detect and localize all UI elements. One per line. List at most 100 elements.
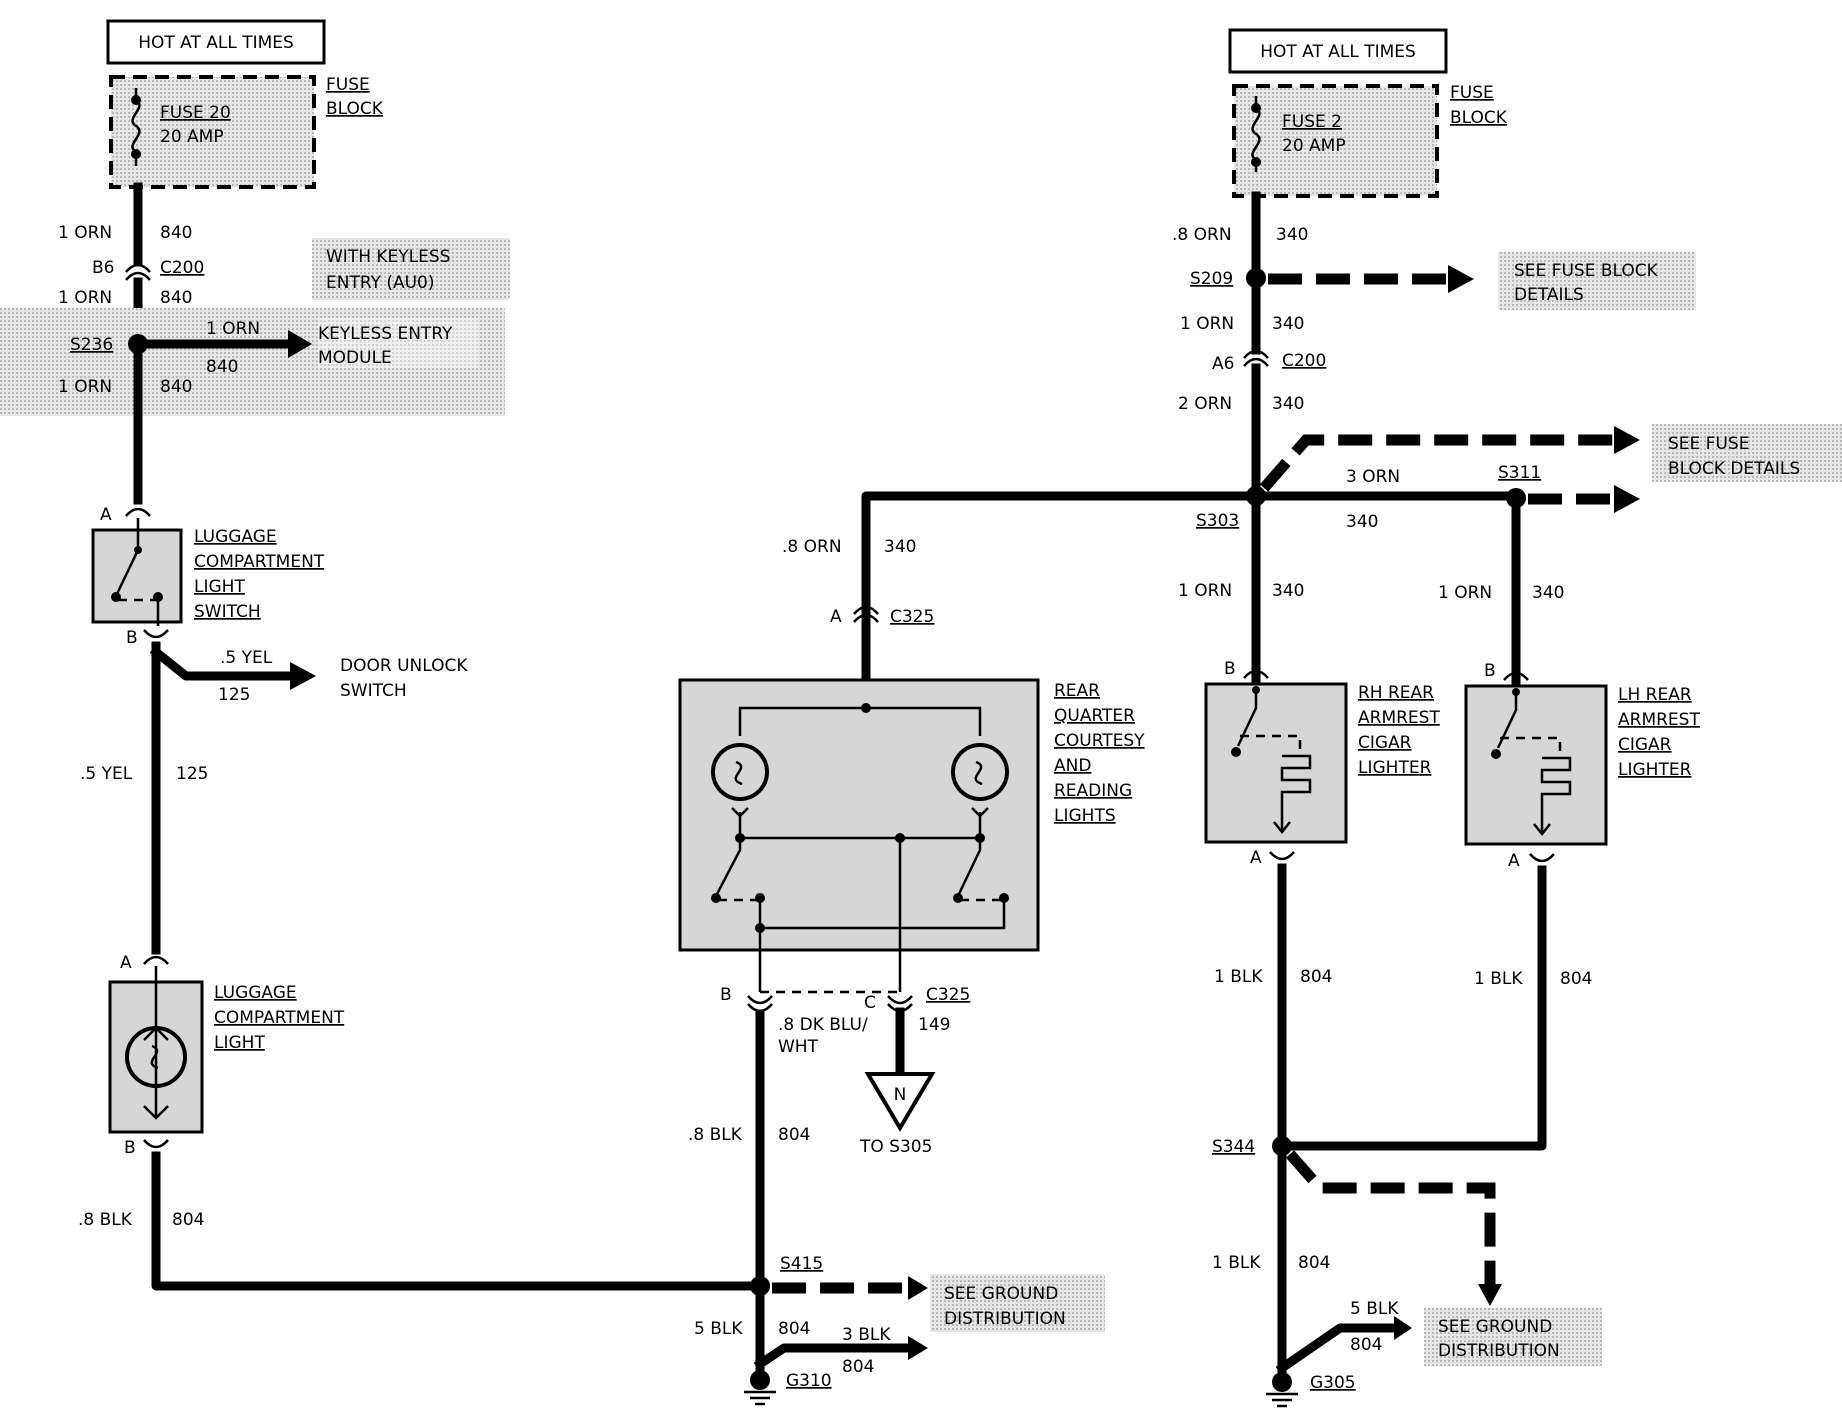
- rh-name-2: ARMREST: [1358, 708, 1440, 728]
- ground-icon: [1266, 1392, 1298, 1408]
- lh-name-1: LH REAR: [1618, 685, 1692, 705]
- door-wire-color: .5 YEL: [220, 648, 273, 668]
- arrow-icon: [1614, 485, 1640, 513]
- wire-color: 3 ORN: [1346, 467, 1400, 487]
- wire-circuit: 840: [160, 288, 192, 308]
- wire-color: 1 ORN: [1438, 583, 1492, 603]
- ground-note-line1: SEE GROUND: [1438, 1317, 1552, 1337]
- pin-c: C: [864, 993, 876, 1013]
- door-wire-circuit: 125: [218, 685, 250, 705]
- keyless-module-label-2: MODULE: [318, 348, 392, 368]
- wire-color: 5 BLK: [694, 1319, 743, 1339]
- ground-distribution-note: [930, 1274, 1105, 1332]
- arrow-icon: [290, 662, 316, 690]
- wire-color: 1 ORN: [58, 223, 112, 243]
- rh-pin-b: B: [1224, 659, 1236, 679]
- right-circuit: HOT AT ALL TIMES FUSE 2 20 AMP FUSE BLOC…: [1172, 28, 1842, 1408]
- door-unlock-label-2: SWITCH: [340, 681, 407, 701]
- switch-name-3: LIGHT: [194, 577, 245, 597]
- s311-label: S311: [1498, 463, 1541, 483]
- g305-label: G305: [1310, 1373, 1356, 1393]
- fuse-block-details-note-2: [1652, 424, 1842, 482]
- fuse-2-label: FUSE 2: [1282, 112, 1342, 132]
- s303-label: S303: [1196, 511, 1239, 531]
- fuse-20-label: FUSE 20: [160, 103, 231, 123]
- wire-circuit: 804: [1300, 967, 1332, 987]
- fuse-block-label: FUSE: [326, 75, 370, 95]
- wire-color: 1 BLK: [1214, 967, 1263, 987]
- lh-pin-a: A: [1508, 851, 1520, 871]
- rear-quarter-lights-box: [678, 678, 1040, 952]
- fuse-20-symbol: [131, 88, 141, 166]
- switch-name-4: SWITCH: [194, 602, 261, 622]
- rh-cigar-lighter-box: [1204, 682, 1348, 844]
- wire-color: .8 ORN: [782, 537, 842, 557]
- branch-wire-circuit: 840: [206, 357, 238, 377]
- ground-icon: [744, 1390, 776, 1406]
- fuse-2-box: [1232, 84, 1439, 198]
- lights-name-4: AND: [1054, 756, 1091, 776]
- s415-splice: [750, 1276, 770, 1296]
- dkblu-wire-color-2: WHT: [778, 1037, 819, 1057]
- fuse-block-label-2: BLOCK: [326, 99, 384, 119]
- branch-wire-circuit: 804: [1350, 1335, 1382, 1355]
- lh-name-2: ARMREST: [1618, 710, 1700, 730]
- lights-name-2: QUARTER: [1054, 706, 1135, 726]
- lights-name-1: REAR: [1054, 681, 1100, 701]
- connector-n-triangle: [864, 1072, 936, 1132]
- wire-circuit: 340: [1276, 225, 1308, 245]
- arrow-icon: [908, 1336, 928, 1360]
- wire-circuit: 340: [1272, 314, 1304, 334]
- rh-pin-a: A: [1250, 848, 1262, 868]
- wire-color: 1 ORN: [1178, 581, 1232, 601]
- lh-name-3: CIGAR: [1618, 735, 1672, 755]
- dkblu-wire-color: .8 DK BLU/: [778, 1015, 868, 1035]
- lamp-icon: [951, 743, 1009, 801]
- wire-color: .8 ORN: [1172, 225, 1232, 245]
- keyless-entry-note: [312, 238, 510, 300]
- wire-circuit: 340: [884, 537, 916, 557]
- lights-name-6: LIGHTS: [1054, 806, 1116, 826]
- rh-name-3: CIGAR: [1358, 733, 1412, 753]
- lamp-icon: [711, 743, 769, 801]
- center-circuit: .8 ORN 340 A C325 REAR QUARTER COURTESY …: [678, 491, 1261, 1406]
- fuse-details-2-line2: BLOCK DETAILS: [1668, 459, 1800, 479]
- g310-label: G310: [786, 1371, 832, 1391]
- hot-at-all-times-label: HOT AT ALL TIMES: [1260, 42, 1416, 62]
- c200-label: C200: [1282, 351, 1326, 371]
- light-pin-a: A: [120, 953, 132, 973]
- s344-splice: [1272, 1136, 1292, 1156]
- branch-wire-color: 5 BLK: [1350, 1299, 1399, 1319]
- s311-splice: [1506, 488, 1526, 508]
- s344-label: S344: [1212, 1137, 1255, 1157]
- c325-pin-a: A: [830, 607, 842, 627]
- c200-pin: A6: [1212, 354, 1234, 374]
- wire-circuit: 804: [1560, 969, 1592, 989]
- switch-contact-icon: [114, 549, 140, 597]
- lh-pin-b: B: [1484, 661, 1496, 681]
- fuse-details-line2: DETAILS: [1514, 285, 1584, 305]
- keyless-module-label: KEYLESS ENTRY: [318, 324, 453, 344]
- wire-circuit: 340: [1532, 583, 1564, 603]
- c200-pin: B6: [92, 258, 114, 278]
- light-name-1: LUGGAGE: [214, 983, 297, 1003]
- wire-circuit: 804: [1298, 1253, 1330, 1273]
- fuse-20-rating: 20 AMP: [160, 127, 224, 147]
- wire-circuit: 340: [1272, 394, 1304, 414]
- arrow-icon: [1478, 1284, 1502, 1306]
- wire-circuit: 340: [1346, 512, 1378, 532]
- ground-note-line1: SEE GROUND: [944, 1284, 1058, 1304]
- lh-cigar-lighter-box: [1464, 684, 1608, 846]
- wire-circuit: 125: [176, 764, 208, 784]
- ground-distribution-note: [1424, 1308, 1602, 1366]
- keyless-note-line1: WITH KEYLESS: [326, 247, 450, 267]
- lh-name-4: LIGHTER: [1618, 760, 1692, 780]
- n-label: N: [894, 1085, 907, 1105]
- rh-name-1: RH REAR: [1358, 683, 1434, 703]
- hot-at-all-times-box: [106, 19, 326, 65]
- wire-color: 1 ORN: [58, 288, 112, 308]
- arrow-icon: [908, 1276, 928, 1300]
- c325-bottom-label: C325: [926, 985, 970, 1005]
- wire-color: 1 BLK: [1212, 1253, 1261, 1273]
- switch-pin-a: A: [100, 505, 112, 525]
